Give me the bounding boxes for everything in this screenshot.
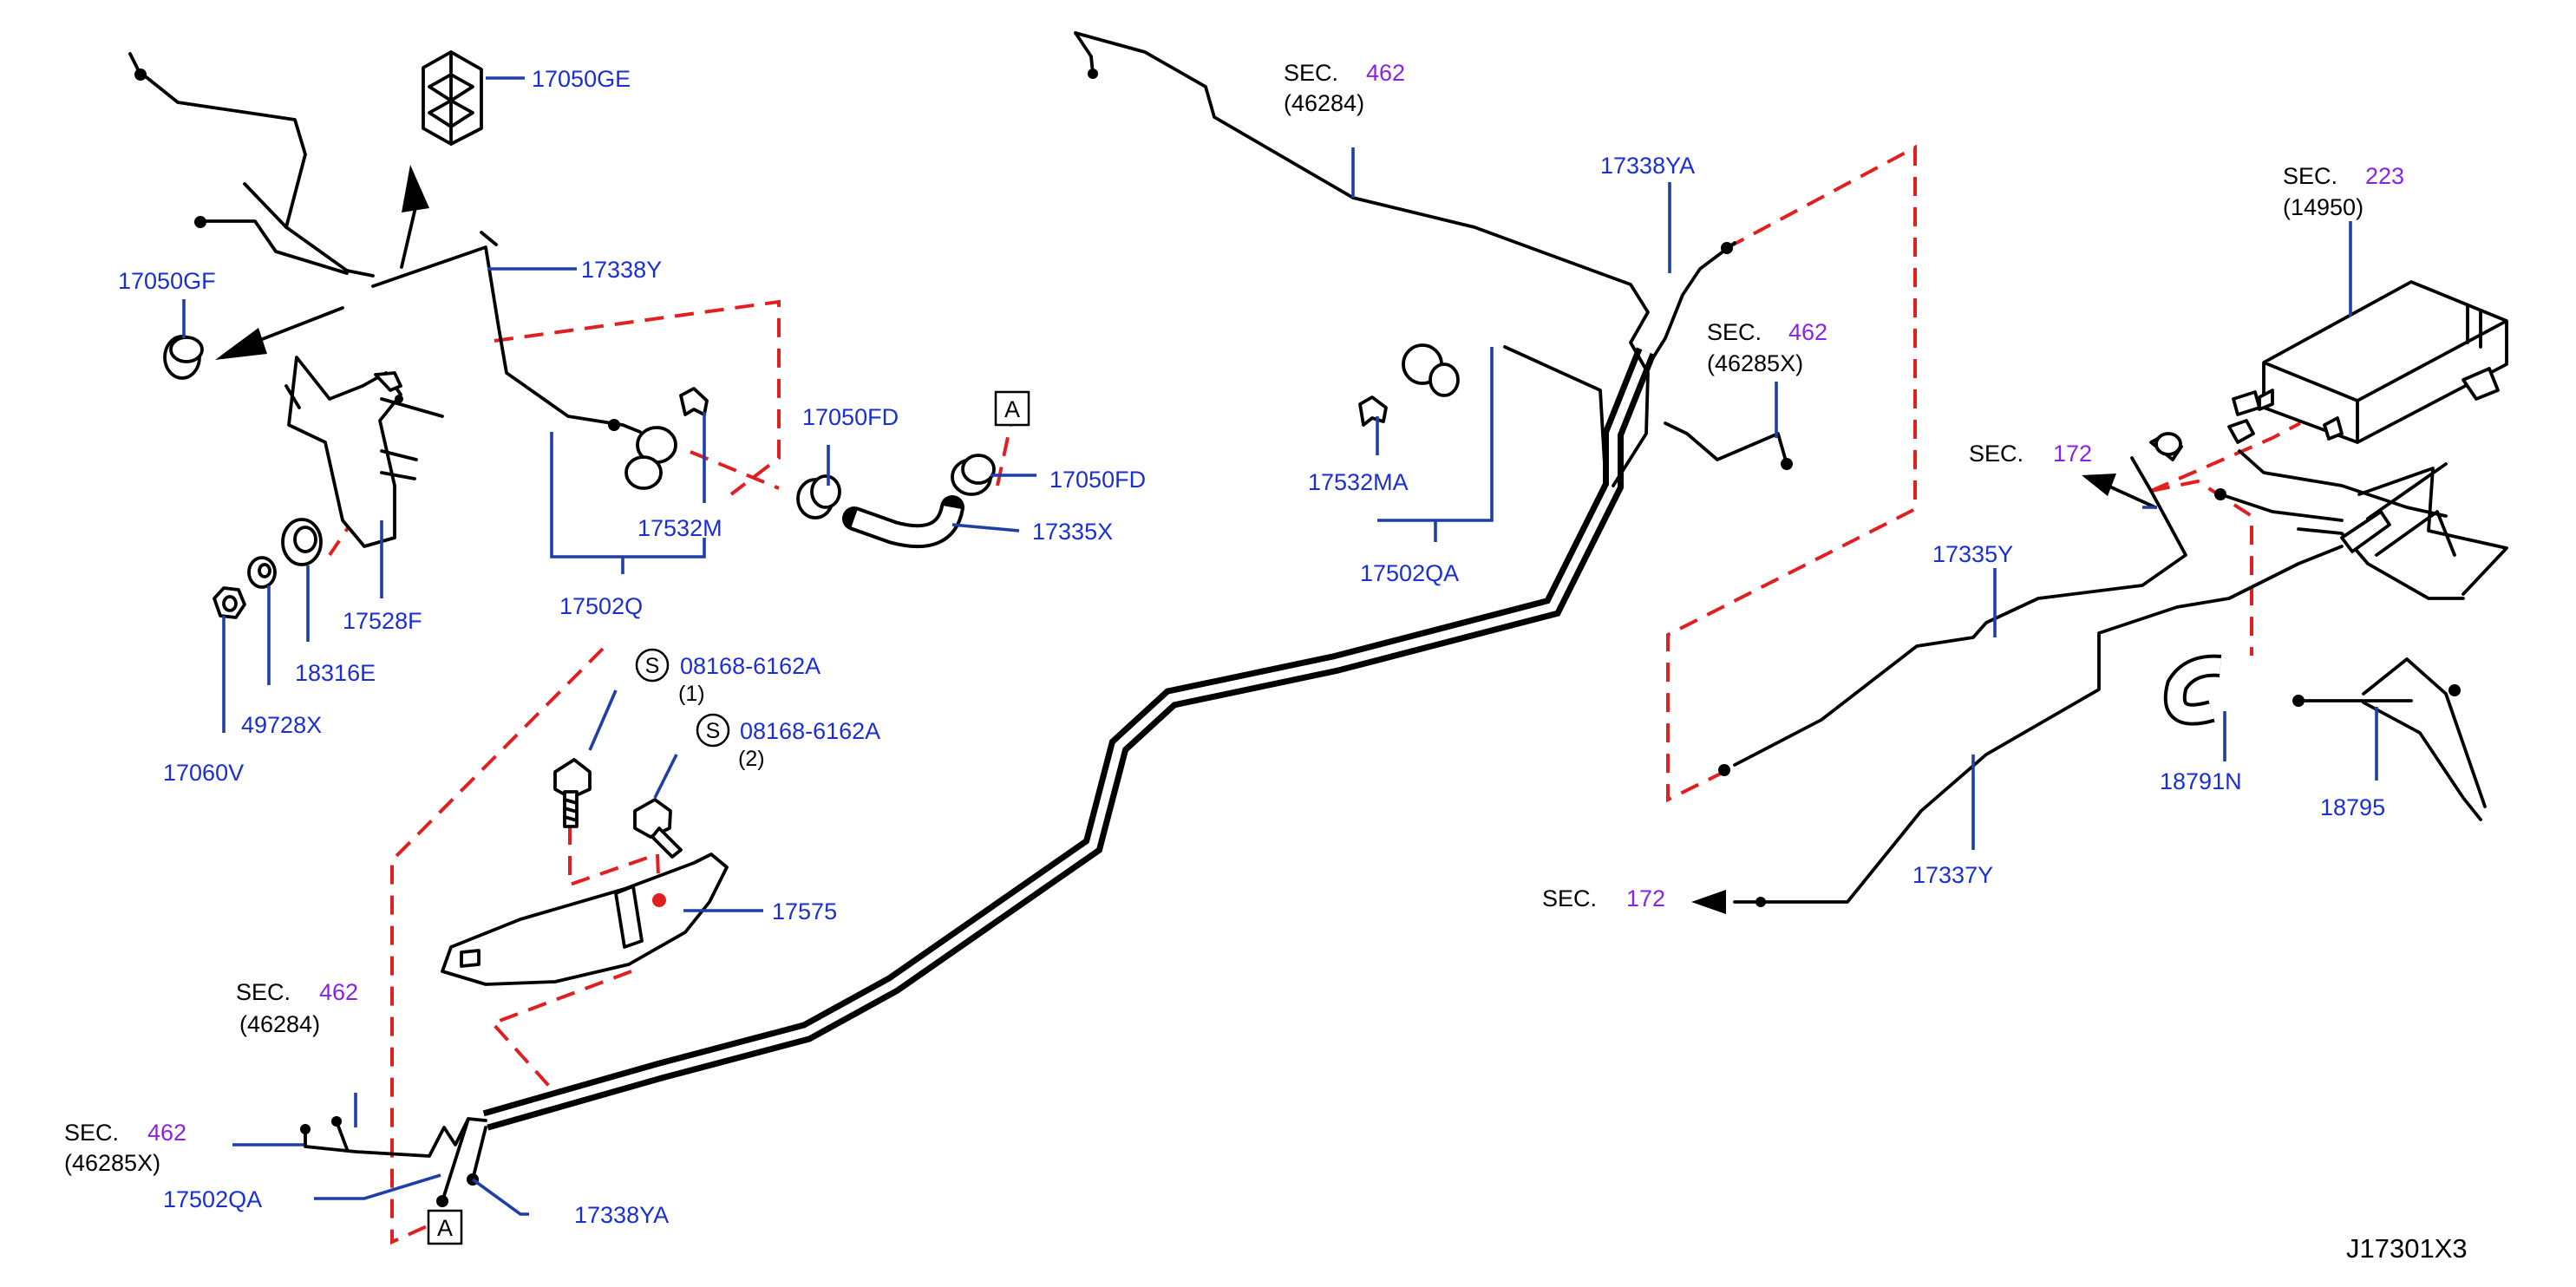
- label-17050fd-b: 17050FD: [1049, 467, 1146, 493]
- label-18791n: 18791N: [2160, 768, 2242, 794]
- hose-17335x-icon: [842, 495, 964, 549]
- sec-ref-3-prefix: SEC.: [2283, 163, 2337, 189]
- insulator-18316e-icon: [281, 518, 323, 566]
- hose-clamp-17050fd-icon: [796, 454, 996, 519]
- sec-ref-2-number: 462: [1788, 319, 1827, 345]
- screw-symbol-2: S: [706, 719, 721, 743]
- marker-a-top-icon: A: [994, 390, 1030, 427]
- label-17532ma: 17532MA: [1308, 469, 1409, 495]
- washer-49728x-icon: [247, 556, 277, 589]
- label-17502q: 17502Q: [559, 593, 643, 619]
- label-17338ya-b: 17338YA: [1600, 153, 1695, 179]
- label-17335y: 17335Y: [1932, 541, 2013, 567]
- label-08168-6162a-1: 08168-6162A: [680, 653, 821, 679]
- part-labels: 17050GE 17050GF 17338Y 17528F 18316E 497…: [118, 66, 2385, 1228]
- label-17060v: 17060V: [163, 760, 244, 786]
- hose-18791n-icon: [2163, 654, 2222, 726]
- sec-ref-7: SEC. 462 (46285X): [64, 1120, 186, 1176]
- screw-symbol-2-icon: S: [696, 713, 730, 748]
- bracket-17528f-icon: [284, 356, 444, 548]
- leader-lines: [182, 76, 2378, 1216]
- label-18316e: 18316E: [295, 660, 376, 686]
- sec-ref-5: SEC. 172: [1542, 885, 1665, 911]
- main-fuel-pipe-run: [482, 347, 1657, 1131]
- marker-a-top: A: [1004, 396, 1020, 422]
- sec-172-connector-icon: [2149, 419, 2255, 461]
- sec-ref-4-prefix: SEC.: [1969, 441, 2024, 467]
- right-vapor-lines: [1718, 449, 2465, 907]
- sec-ref-4: SEC. 172: [1969, 441, 2092, 467]
- grommet-17050gf-icon: [163, 335, 204, 380]
- label-49728x: 49728X: [241, 712, 322, 738]
- sec-ref-7-prefix: SEC.: [64, 1120, 119, 1146]
- clamp-17532m-icon: [624, 387, 709, 490]
- screw-symbol-1-icon: S: [635, 648, 670, 683]
- label-08168-qty-2: (2): [738, 747, 765, 771]
- sec-ref-1-number: 462: [1366, 60, 1405, 86]
- label-17338ya-a: 17338YA: [574, 1202, 669, 1228]
- sec-ref-6-prefix: SEC.: [236, 979, 291, 1005]
- valve-icon: [2340, 462, 2448, 553]
- sec-172-arrows: [1691, 474, 2157, 914]
- marker-a-bottom-icon: A: [427, 1209, 463, 1245]
- sec-ref-2-sub: (46285X): [1707, 350, 1803, 376]
- canister-14950-icon: [2232, 280, 2508, 444]
- lower-left-pipe-ends: [300, 1116, 487, 1207]
- label-17050gf: 17050GF: [118, 268, 216, 294]
- label-17337y: 17337Y: [1912, 862, 1993, 888]
- label-17575: 17575: [772, 898, 837, 924]
- label-17335x: 17335X: [1032, 519, 1113, 545]
- dashed-connection-lines: [328, 144, 2301, 1245]
- label-08168-qty-1: (1): [678, 682, 705, 706]
- sec-ref-2-prefix: SEC.: [1707, 319, 1762, 345]
- sec-ref-2: SEC. 462 (46285X): [1707, 319, 1827, 376]
- label-18795: 18795: [2320, 794, 2385, 820]
- label-17338y: 17338Y: [581, 257, 662, 283]
- clip-17050ge-icon: [422, 50, 483, 146]
- marker-a-bottom: A: [437, 1215, 453, 1241]
- sec-ref-1: SEC. 462 (46284): [1284, 60, 1405, 116]
- screw-symbol-1: S: [645, 654, 660, 678]
- sec-ref-7-sub: (46285X): [64, 1150, 160, 1176]
- bracket-18795-icon: [2292, 467, 2508, 821]
- nut-17060v-icon: [212, 586, 246, 619]
- label-17528f: 17528F: [343, 608, 422, 634]
- upper-left-vapor-lines: [128, 52, 642, 434]
- sec-ref-4-number: 172: [2053, 441, 2092, 467]
- sec-ref-1-prefix: SEC.: [1284, 60, 1338, 86]
- label-17502qa-a: 17502QA: [163, 1186, 262, 1212]
- label-17050fd-a: 17050FD: [802, 404, 899, 430]
- sec-ref-3: SEC. 223 (14950): [2283, 163, 2404, 220]
- sec-ref-5-number: 172: [1626, 885, 1665, 911]
- sec-ref-1-sub: (46284): [1284, 90, 1364, 116]
- sec-ref-6: SEC. 462 (46284): [236, 979, 358, 1037]
- bolt-08168-icon: [553, 758, 683, 859]
- sec-ref-3-number: 223: [2365, 163, 2404, 189]
- label-17502qa-b: 17502QA: [1360, 560, 1459, 586]
- label-17050ge: 17050GE: [532, 66, 631, 92]
- sec-ref-3-sub: (14950): [2283, 194, 2364, 220]
- direction-arrows: [215, 165, 429, 360]
- middle-vapor-line: [1074, 31, 1793, 487]
- sec-ref-7-number: 462: [147, 1120, 186, 1146]
- label-17532m: 17532M: [637, 515, 722, 541]
- diagram-code: J17301X3: [2346, 1233, 2468, 1264]
- sec-ref-6-number: 462: [319, 979, 358, 1005]
- bracket-17575-icon: [441, 853, 729, 986]
- clamp-17532ma-icon: [1358, 343, 1460, 427]
- sec-ref-5-prefix: SEC.: [1542, 885, 1597, 911]
- sec-ref-6-sub: (46284): [239, 1011, 320, 1037]
- label-08168-6162a-2: 08168-6162A: [740, 718, 880, 744]
